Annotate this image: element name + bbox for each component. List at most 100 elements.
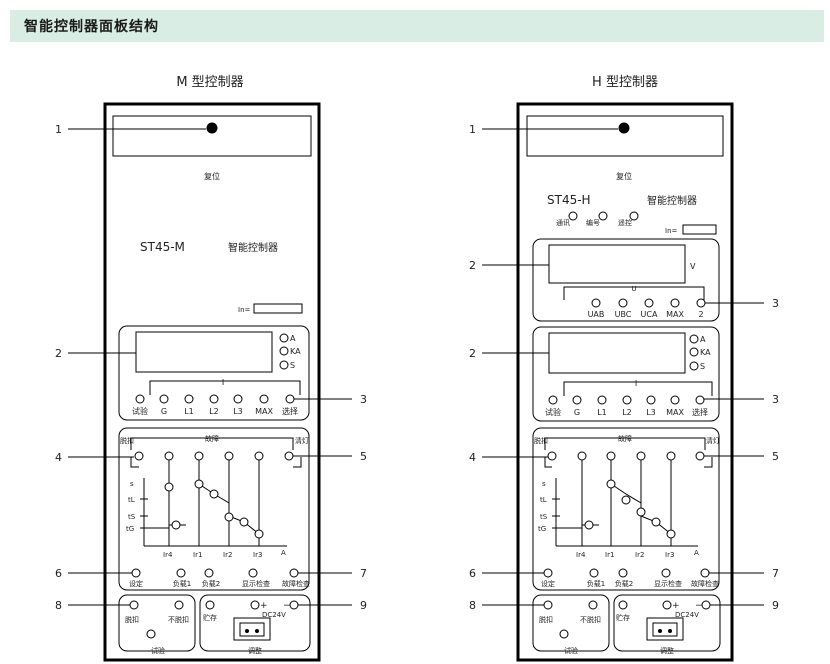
panel-h-btn-v2[interactable] (696, 298, 706, 308)
panel-h-btn-display-check-label: 显示检查 (654, 579, 682, 588)
panel-h-voltage-display (548, 244, 686, 284)
page-title: 智能控制器面板结构 (24, 19, 159, 35)
panel-m-btn-l3[interactable] (233, 394, 243, 404)
panel-m-btn-l2[interactable] (209, 394, 219, 404)
panel-m-btn-l1[interactable] (184, 394, 194, 404)
panel-h-btn-test[interactable] (548, 395, 558, 405)
panel-h-store-btn[interactable] (618, 600, 628, 610)
panel-h-btn-l1[interactable] (597, 395, 607, 405)
panel-h-curve-y-s: s (542, 480, 546, 488)
panel-h-test-notrip-btn[interactable] (588, 600, 598, 610)
panel-m-led-a (279, 333, 289, 343)
panel-h-btn-set[interactable] (543, 568, 553, 578)
panel-m-store-btn[interactable] (205, 600, 215, 610)
panel-m-unit-a: A (290, 334, 296, 343)
panel-h-connector-inner (652, 622, 678, 637)
callout-m-7: 7 (360, 567, 367, 580)
panel-h-id-btn[interactable] (598, 211, 608, 221)
panel-h-btn-g[interactable] (572, 395, 582, 405)
panel-h-store-label: 贮存 (616, 613, 630, 622)
panel-m-fault-led-2 (194, 451, 204, 461)
panel-h-btn-select-label: 选择 (692, 407, 708, 417)
panel-h-remote-btn[interactable] (629, 211, 639, 221)
panel-h-btn-fault-check[interactable] (700, 568, 710, 578)
panel-h-plus-btn[interactable] (662, 600, 672, 610)
panel-h-unit-a: A (700, 335, 706, 344)
panel-m-test-box (118, 594, 196, 652)
panel-m-btn-select-label: 选择 (282, 406, 298, 416)
panel-m-i-label: I (222, 378, 224, 387)
panel-h-name: 智能控制器 (647, 194, 697, 207)
panel-m-btn-select[interactable] (285, 394, 295, 404)
panel-h-curve-point (584, 520, 594, 530)
callout-h-4: 4 (469, 451, 476, 464)
panel-h-btn-ubc[interactable] (618, 298, 628, 308)
panel-h-btn-display-check[interactable] (661, 568, 671, 578)
panel-m-curve-point (194, 479, 204, 489)
panel-h-adjust-box (613, 594, 721, 652)
callout-h-3a: 3 (772, 297, 779, 310)
panel-h-curve-x-ir1: Ir1 (605, 551, 614, 559)
callout-h-9: 9 (772, 599, 779, 612)
panel-h-test-btn[interactable] (559, 629, 569, 639)
panel-m-minus-btn[interactable] (289, 600, 299, 610)
panel-m-btn-max-label: MAX (255, 407, 273, 416)
callout-m-1: 1 (55, 123, 62, 136)
panel-m-test-trip-btn[interactable] (129, 600, 139, 610)
panel-h-btn-select[interactable] (695, 395, 705, 405)
panel-h-btn-max-label: MAX (666, 408, 684, 417)
panel-m-fault-block (118, 427, 310, 591)
panel-h-reset-knob[interactable] (618, 122, 630, 134)
panel-h-clear-led[interactable] (695, 451, 705, 461)
callouts-h: 1 2 2 4 6 8 3 3 5 7 9 (469, 123, 779, 612)
panel-h-btn-vmax[interactable] (670, 298, 680, 308)
panel-h-btn-uca[interactable] (644, 298, 654, 308)
panel-h-btn-load1[interactable] (589, 568, 599, 578)
panel-h-i-label: I (635, 379, 637, 388)
callouts-m: 1 2 4 6 8 3 5 7 9 (55, 123, 367, 612)
panel-h-minus-btn[interactable] (701, 600, 711, 610)
callout-h-7: 7 (772, 567, 779, 580)
panel-m-btn-load1[interactable] (176, 568, 186, 578)
panel-h-btn-g-label: G (574, 408, 580, 417)
panel-m-in-box (253, 303, 303, 314)
panel-h-curve-point (666, 529, 676, 539)
panel-h: H 型控制器 复位 ST45-H 智能控制器 通讯 编号 遥控 In= V U (516, 75, 734, 662)
panel-h-btn-uab[interactable] (591, 298, 601, 308)
panel-h-btn-load2[interactable] (618, 568, 628, 578)
panel-h-i-bracket (563, 381, 713, 396)
panel-m-btn-test[interactable] (135, 394, 145, 404)
panel-h-curve-point (636, 507, 646, 517)
panel-m-clear-led[interactable] (284, 451, 294, 461)
panel-h-btn-max[interactable] (670, 395, 680, 405)
panel-m-bottom-buttons (131, 568, 299, 578)
panel-m-reset-knob[interactable] (206, 122, 218, 134)
panel-m-btn-fault-check-label: 故障检查 (282, 579, 310, 588)
panel-m-btn-g[interactable] (159, 394, 169, 404)
panel-h-btn-l2[interactable] (622, 395, 632, 405)
callout-h-6: 6 (469, 567, 476, 580)
panel-h-fault-block (532, 427, 720, 591)
panel-h-led-s (689, 361, 699, 371)
panel-h-btn-load2-label: 负载2 (615, 579, 633, 588)
callout-h-1: 1 (469, 123, 476, 136)
panel-m-reset-label: 复位 (204, 171, 220, 181)
panel-m-btn-display-check[interactable] (248, 568, 258, 578)
panel-h-comm-btn[interactable] (568, 211, 578, 221)
panel-m-btn-set[interactable] (131, 568, 141, 578)
panel-m-test-notrip-btn[interactable] (174, 600, 184, 610)
panel-h-connector-pin (668, 629, 672, 633)
panel-m-btn-fault-check[interactable] (289, 568, 299, 578)
panel-m-test-btn[interactable] (146, 629, 156, 639)
panel-m-curve-y-tl: tL (128, 496, 135, 504)
panel-m-btn-load2-label: 负载2 (202, 579, 220, 588)
panel-h-test-trip-btn[interactable] (543, 600, 553, 610)
panel-m-curve-x-ir2: Ir2 (223, 551, 232, 559)
panel-m-name: 智能控制器 (228, 241, 278, 254)
panel-m-btn-load2[interactable] (204, 568, 214, 578)
panel-h-btn-l3[interactable] (646, 395, 656, 405)
panel-h-remote-label: 遥控 (618, 218, 632, 227)
panel-m-btn-max[interactable] (259, 394, 269, 404)
panel-m-plus-btn[interactable] (250, 600, 260, 610)
